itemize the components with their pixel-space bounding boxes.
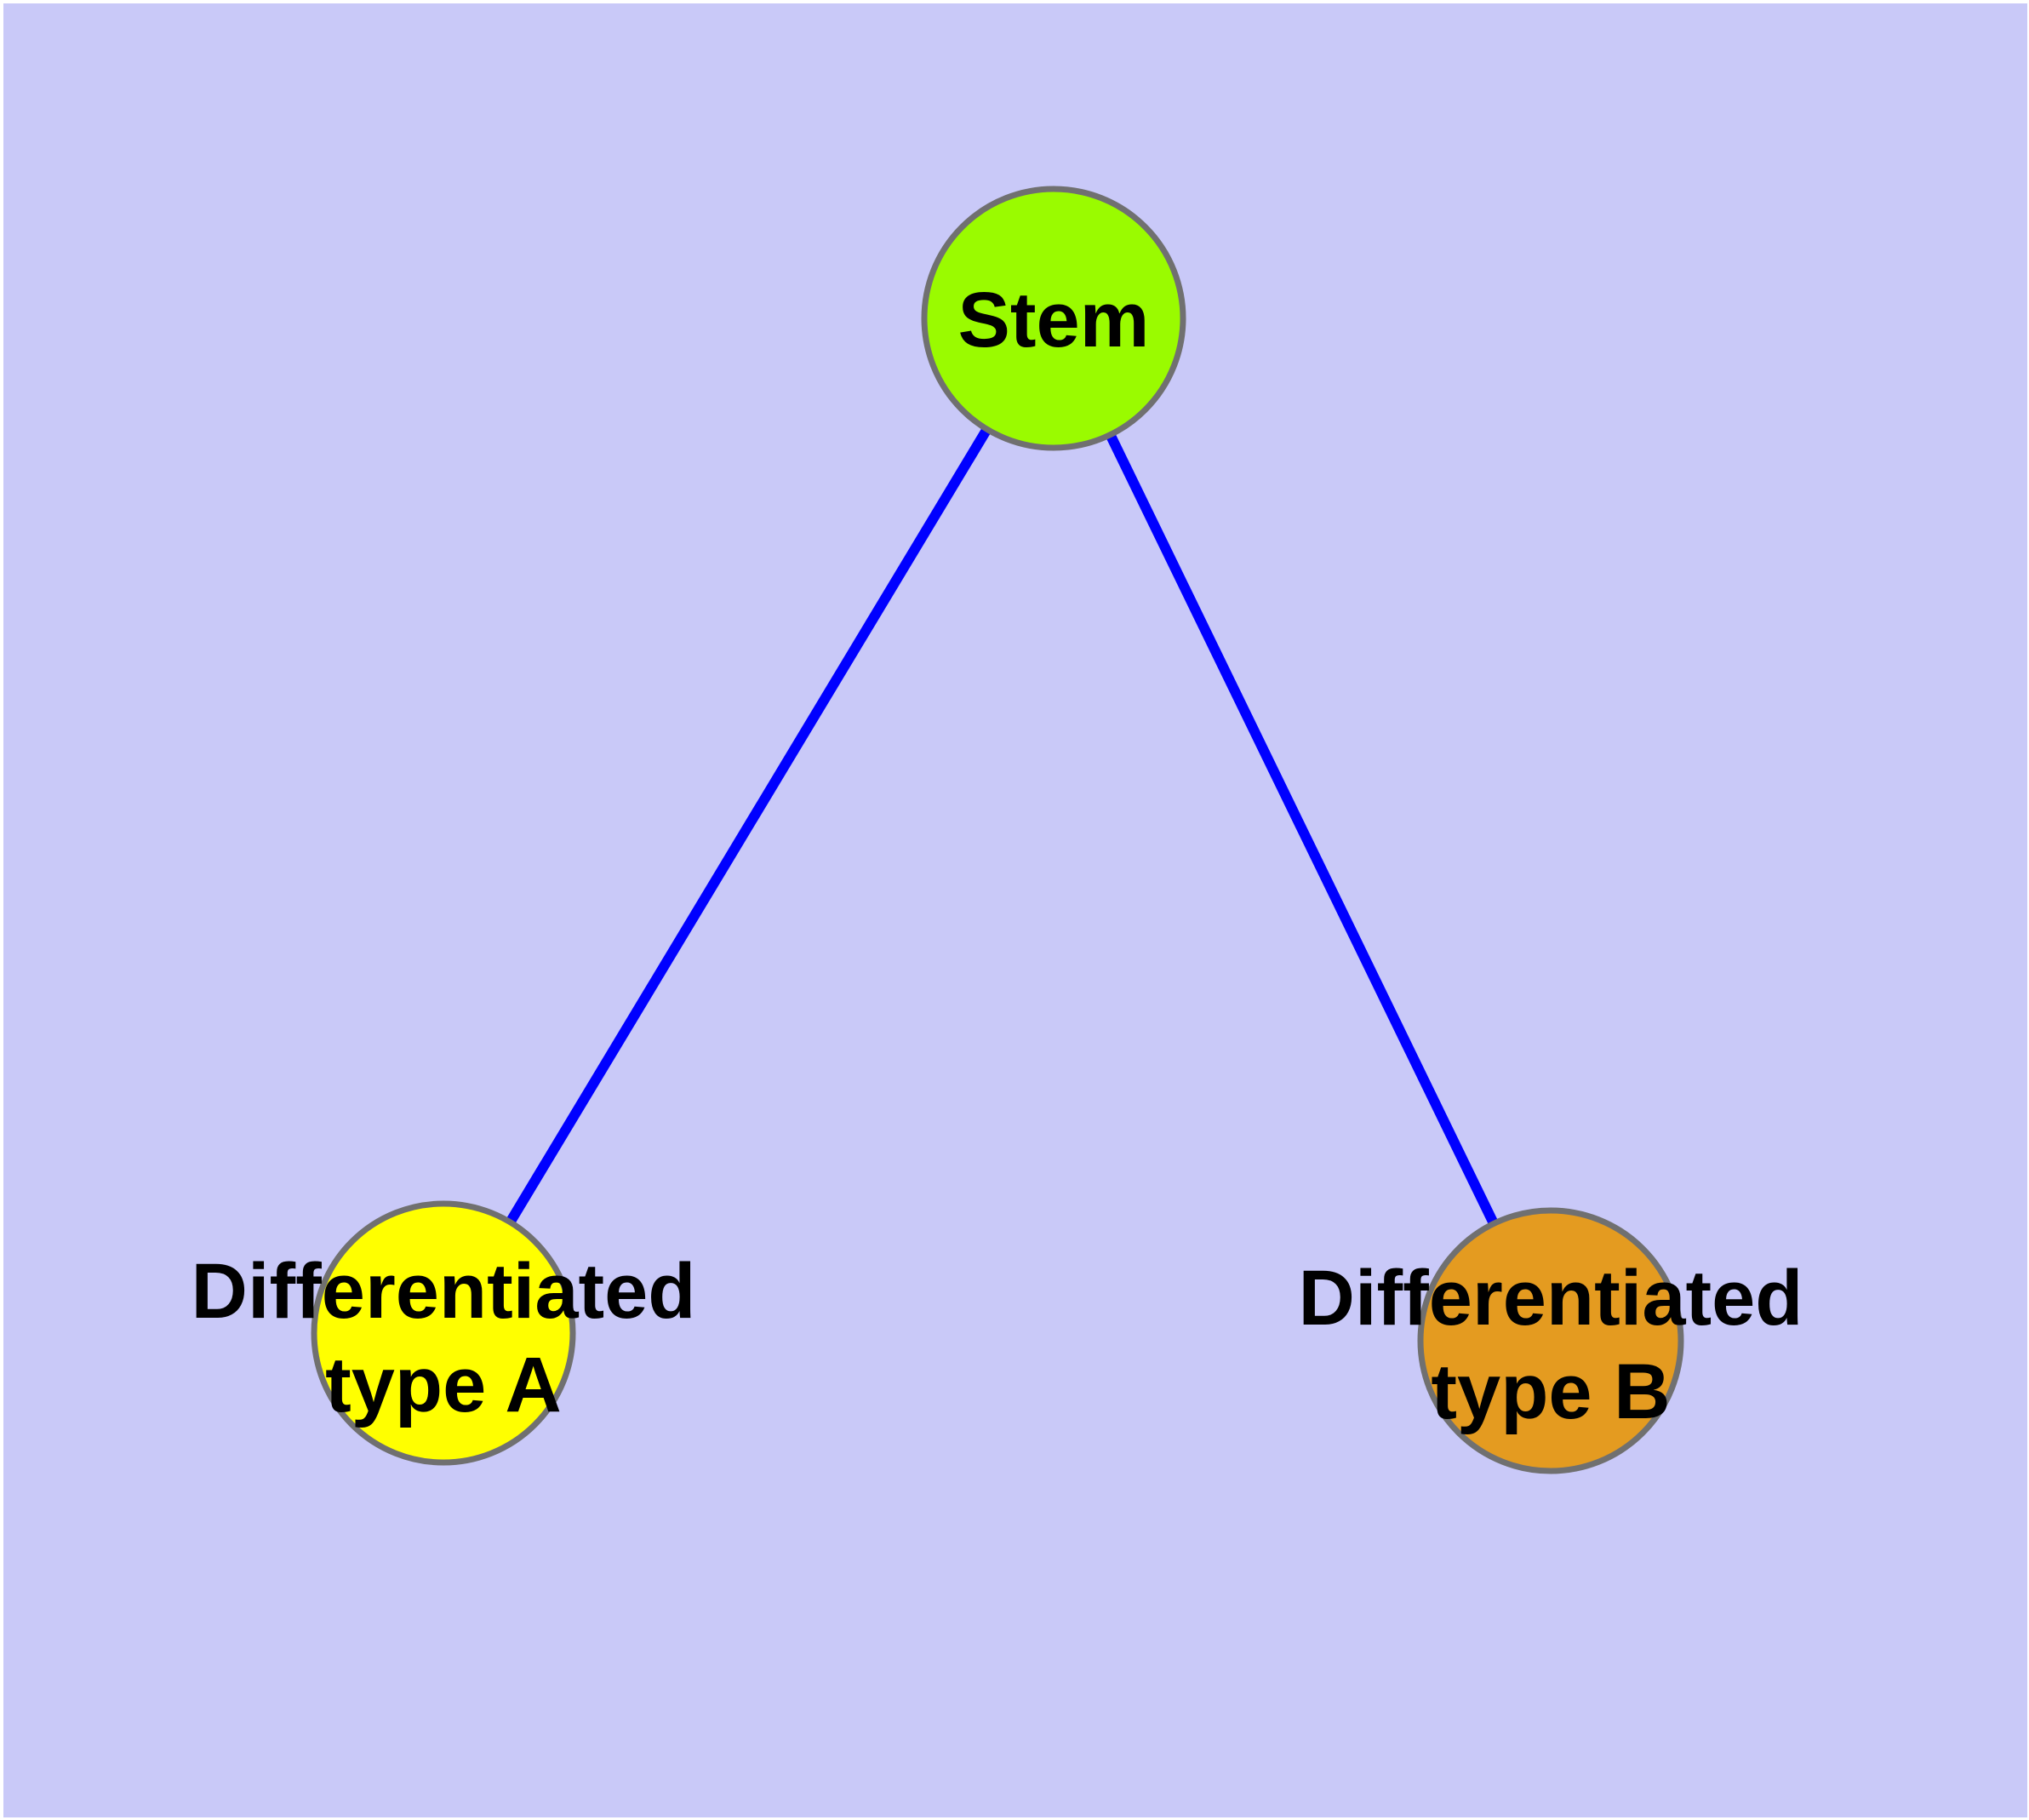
node-type-b-circle	[1417, 1207, 1684, 1474]
edge-stem-to-type-a	[438, 315, 1059, 1336]
edge-stem-to-type-b	[1049, 316, 1556, 1343]
node-type-a-circle	[311, 1200, 576, 1466]
node-stem-circle	[921, 186, 1186, 451]
